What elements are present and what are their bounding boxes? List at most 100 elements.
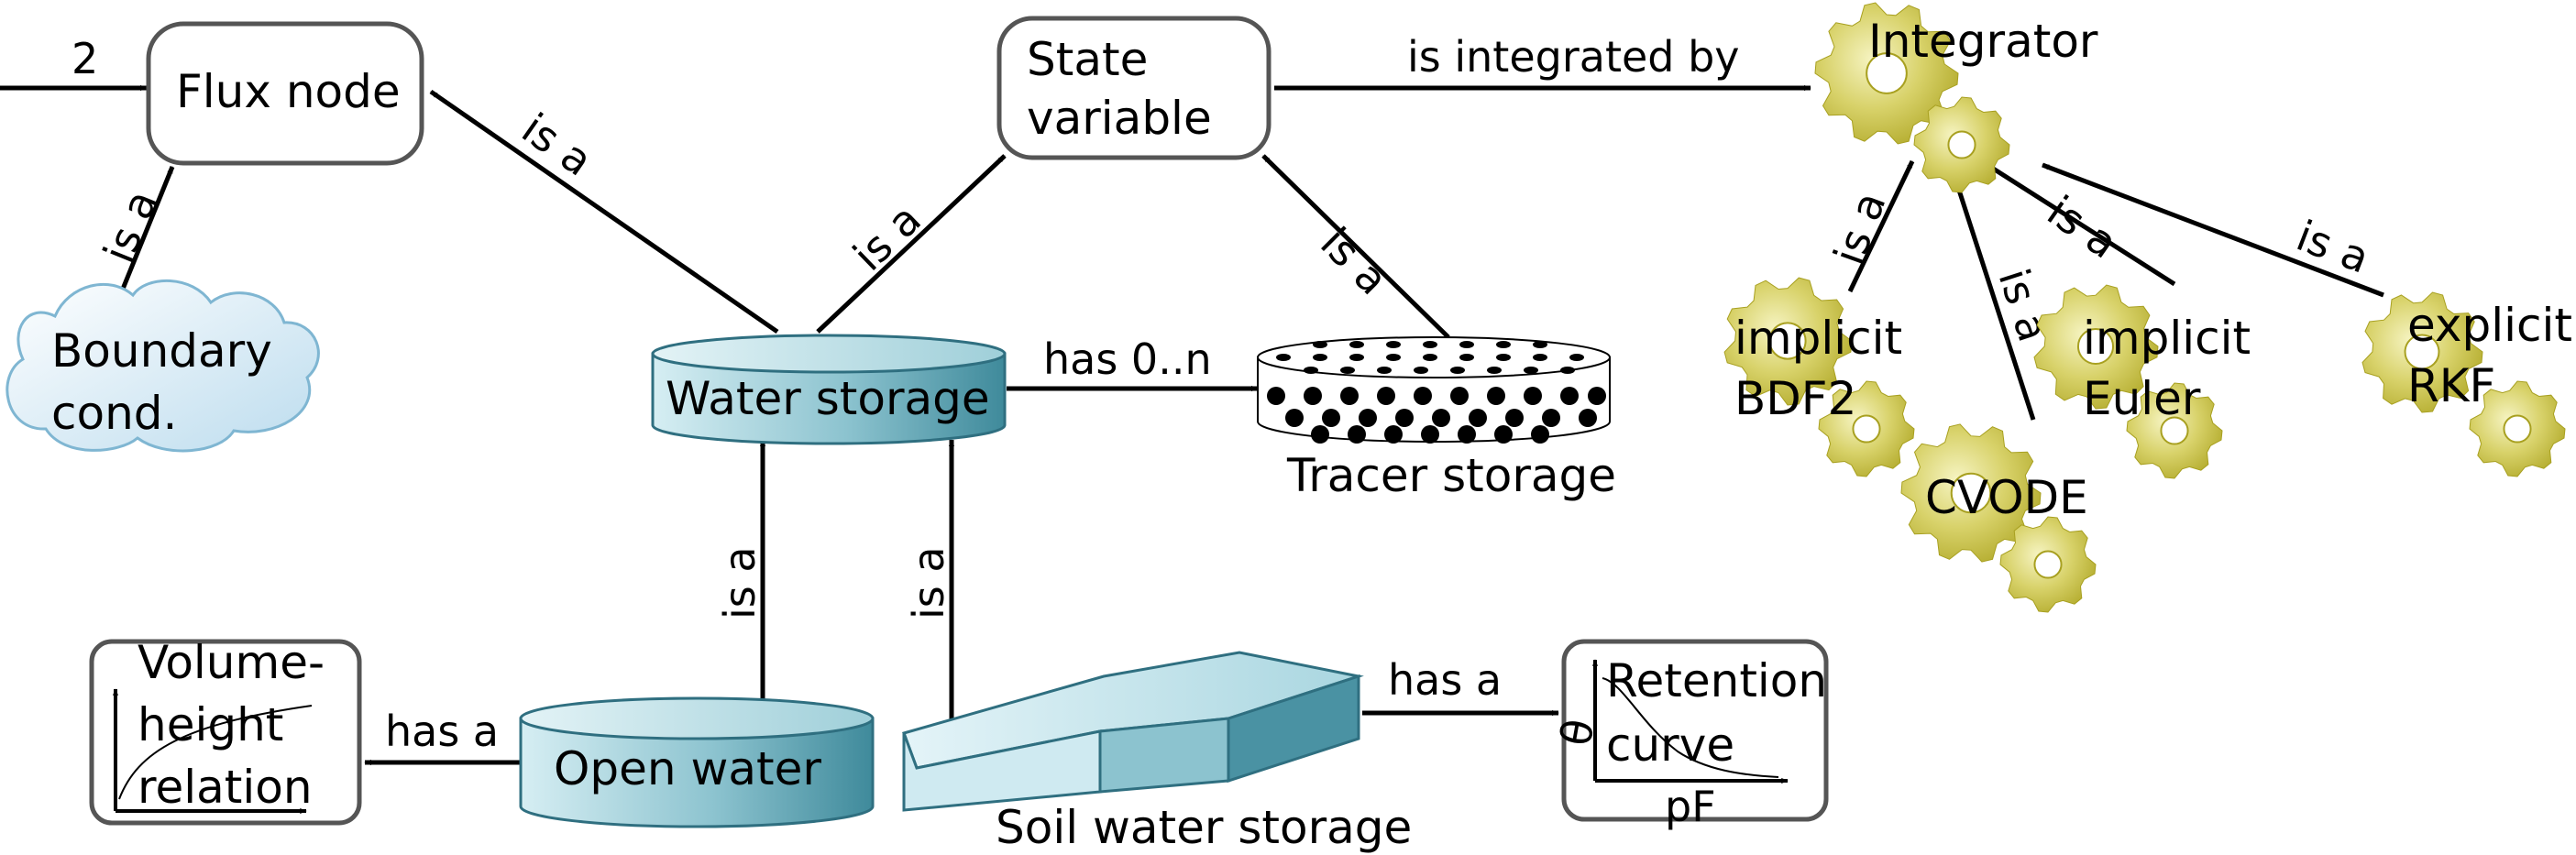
tracer-particle bbox=[1267, 387, 1285, 405]
integrator-gears bbox=[1723, 2, 2566, 613]
edge-label-has-0n: has 0..n bbox=[1043, 334, 1212, 384]
tracer-particle bbox=[1414, 387, 1432, 405]
tracer-particle bbox=[1377, 367, 1392, 374]
tracer-particle bbox=[1542, 409, 1560, 427]
cloud-shape bbox=[6, 279, 320, 453]
euler-gear-large-hole bbox=[2076, 327, 2115, 366]
state-variable-label-line1: State bbox=[1027, 33, 1148, 86]
edge-label-boundary-isa: is a bbox=[94, 183, 167, 269]
tracer-particle bbox=[1496, 341, 1511, 348]
boundary-condition-node: Boundary cond. bbox=[6, 279, 320, 453]
tracer-particle bbox=[1588, 387, 1606, 405]
tracer-particle bbox=[1340, 387, 1359, 405]
integrator-label: Integrator bbox=[1868, 15, 2098, 68]
tracer-particle bbox=[1533, 354, 1547, 361]
tracer-particle bbox=[1313, 354, 1327, 361]
water-storage-label: Water storage bbox=[666, 372, 990, 425]
rkf-gear-small-hole bbox=[2503, 414, 2532, 444]
tracer-particle bbox=[1494, 425, 1513, 444]
tracer-particle bbox=[1348, 425, 1366, 444]
tracer-particle bbox=[1432, 409, 1450, 427]
rkf-gear-large-hole bbox=[2404, 334, 2440, 370]
cvode-gear-large-hole bbox=[1950, 472, 1992, 514]
integrator-gear-large-hole bbox=[1866, 52, 1908, 94]
rkf-label-line1: explicit bbox=[2407, 299, 2572, 352]
tracer-particle bbox=[1459, 354, 1474, 361]
edge-euler-integrator bbox=[1986, 162, 2176, 287]
edge-label-rkf-isa: is a bbox=[2290, 211, 2376, 283]
edge-rkf-integrator bbox=[2042, 162, 2384, 298]
edge-water-flux bbox=[429, 89, 779, 334]
boundary-label-line1: Boundary bbox=[51, 324, 272, 378]
edge-label-soil-has-a: has a bbox=[1388, 655, 1502, 705]
rkf-label-line2: RKF bbox=[2407, 359, 2495, 412]
tracer-particle bbox=[1340, 367, 1355, 374]
open-water-node: Open water bbox=[519, 696, 875, 828]
tracer-particle bbox=[1304, 387, 1322, 405]
volume-height-node: Volume- height relation bbox=[89, 636, 362, 826]
edge-label-water-state-isa: is a bbox=[843, 194, 930, 280]
tracer-particle bbox=[1533, 341, 1547, 348]
cvode-gear-small-hole bbox=[2033, 550, 2063, 579]
tracer-particle bbox=[1311, 425, 1329, 444]
tracer-particle bbox=[1423, 354, 1437, 361]
tracer-particle bbox=[1524, 367, 1538, 374]
water-storage-node: Water storage bbox=[651, 334, 1007, 445]
tracer-particle bbox=[1487, 367, 1502, 374]
tracer-particle bbox=[1450, 367, 1465, 374]
euler-gear-small-hole bbox=[2160, 416, 2189, 445]
tracer-particle bbox=[1395, 409, 1414, 427]
edge-label-open-has-a: has a bbox=[385, 707, 499, 756]
euler-label-line2: Euler bbox=[2083, 372, 2201, 425]
incoming-count-label: 2 bbox=[72, 34, 98, 83]
edge-label-water-flux-isa: is a bbox=[513, 104, 601, 186]
tracer-particle bbox=[1304, 367, 1318, 374]
tracer-particle bbox=[1531, 425, 1549, 444]
tracer-particles bbox=[1267, 341, 1606, 444]
edge-water-state bbox=[816, 154, 1007, 334]
tracer-particle bbox=[1496, 354, 1511, 361]
tracer-particle bbox=[1560, 387, 1579, 405]
state-variable-label-line2: variable bbox=[1027, 92, 1212, 145]
tracer-particle bbox=[1450, 387, 1469, 405]
edge-tracer-state bbox=[1261, 154, 1450, 339]
open-water-label: Open water bbox=[554, 742, 821, 795]
tracer-particle bbox=[1469, 409, 1487, 427]
tracer-particle bbox=[1386, 341, 1401, 348]
edge-label-soil-isa: is a bbox=[904, 546, 953, 619]
tracer-particle bbox=[1386, 354, 1401, 361]
tracer-particle bbox=[1349, 341, 1364, 348]
bdf2-label-line2: BDF2 bbox=[1734, 372, 1856, 425]
tracer-particle bbox=[1313, 341, 1327, 348]
euler-label-line1: implicit bbox=[2083, 312, 2251, 365]
edge-label-tracer-isa: is a bbox=[1311, 218, 1397, 304]
edge-bdf2-integrator bbox=[1847, 159, 1915, 293]
tracer-particle bbox=[1421, 425, 1439, 444]
bdf2-label-line1: implicit bbox=[1734, 312, 1902, 365]
tracer-particle bbox=[1349, 354, 1364, 361]
tracer-particle bbox=[1423, 341, 1437, 348]
retention-label-line1: Retention bbox=[1606, 654, 1827, 707]
tracer-particle bbox=[1285, 409, 1304, 427]
tracer-particle bbox=[1359, 409, 1377, 427]
retention-axis-x: pF bbox=[1665, 782, 1716, 831]
tracer-particle bbox=[1276, 354, 1291, 361]
tracer-particle bbox=[1505, 409, 1524, 427]
tracer-particle bbox=[1322, 409, 1340, 427]
tracer-particle bbox=[1524, 387, 1542, 405]
edge-label-integrated-by: is integrated by bbox=[1407, 32, 1740, 82]
tracer-particle bbox=[1579, 409, 1597, 427]
soil-water-storage-node: Soil water storage bbox=[902, 651, 1412, 854]
flux-node-label: Flux node bbox=[176, 65, 401, 118]
state-variable-node: State variable bbox=[996, 16, 1271, 160]
bdf2-gear-large-hole bbox=[1768, 322, 1807, 360]
tracer-particle bbox=[1560, 367, 1575, 374]
soil-water-storage-label: Soil water storage bbox=[996, 801, 1412, 854]
tracer-particle bbox=[1458, 425, 1476, 444]
cvode-label: CVODE bbox=[1925, 471, 2088, 524]
edge-cvode-integrator bbox=[1952, 175, 2036, 421]
tracer-particle bbox=[1459, 341, 1474, 348]
tracer-particle bbox=[1384, 425, 1403, 444]
bdf2-gear-small-hole bbox=[1852, 414, 1881, 444]
